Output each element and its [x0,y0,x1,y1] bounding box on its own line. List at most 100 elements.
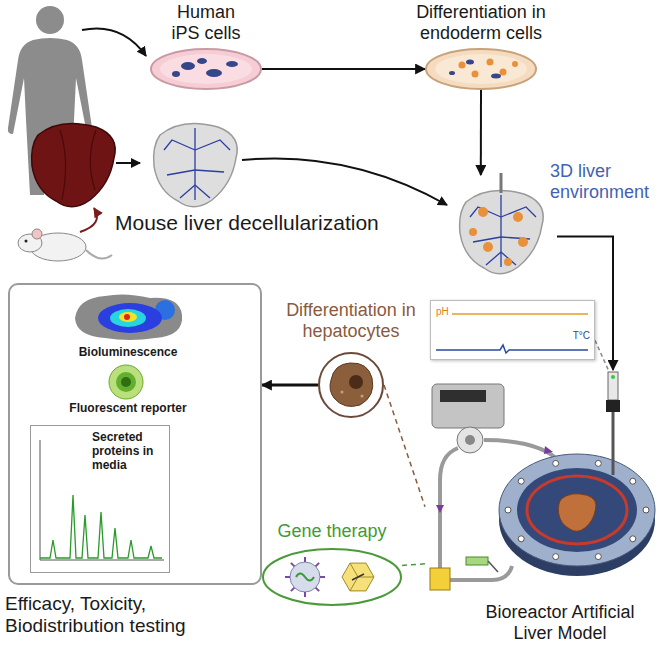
gene-vectors [285,557,325,597]
node-text: Bioreactor Artificial Liver Model [465,602,655,644]
cell-dish-fill [151,49,261,89]
cell-dish-fill [197,58,207,64]
cell-dish-outline [151,49,261,89]
cell-dish-fill [426,49,536,89]
monitor-trace [436,345,588,353]
cell-dish-fill [491,74,501,79]
cell-dish-fill [435,54,527,84]
node-text: Gene therapy [262,521,402,542]
flow-arrow [80,208,97,232]
gene-vectors [316,563,320,567]
cell-dish-fill [426,49,536,89]
bioreactor-art [505,507,511,513]
gene-vectors [304,557,306,562]
flow-arrow [82,28,146,56]
monitor-trace [452,313,588,315]
decellularized-liver [154,123,238,206]
connector [262,68,425,70]
cell-dish-fill [459,62,466,69]
cell-dish-fill [151,49,261,89]
vector-ellipse: Gene therapy [262,548,402,606]
mouse [32,229,42,239]
bioreactor-art [518,536,524,542]
connector [402,564,425,566]
gene-vectors [350,563,374,591]
liver-scaffold-art [504,258,512,266]
results-panel: BioluminescenceFluorescent reporterEffic… [8,283,262,585]
vector-ellipse-outline [262,548,402,606]
cell-dish-fill [206,69,222,77]
cell-dish-fill [466,60,474,65]
cell-dish-fill [487,59,494,66]
cell-dish-fill [172,71,180,77]
bioreactor-art [430,568,450,590]
liver-scaffold-art [483,242,493,252]
mouse-liver [60,130,66,200]
human-figure [36,6,64,34]
gene-vectors [291,563,295,567]
monitor-panel: pHT°C [430,300,595,360]
cell-dish-fill [226,61,238,67]
bioreactor-art [499,454,655,566]
mouse-liver [90,130,96,190]
gene-vectors [285,576,290,578]
cell-dish-outline [426,49,536,89]
node-text: Differentiation in hepatocytes [276,300,426,342]
bioreactor-art [440,390,486,402]
cell-dish-fill [181,62,195,70]
hepatocyte-cell [341,391,344,394]
bioreactor-art [518,478,524,484]
node-text: Differentiation in endoderm cells [406,2,556,44]
mouse-liver [32,123,116,206]
gene-vectors [342,563,374,591]
connector [384,385,425,507]
gene-vectors [316,588,320,592]
gene-vectors [304,592,306,597]
bioreactor-art [643,507,649,513]
caption-label: Mouse liver decellularization [115,211,379,236]
hepatocyte-circle-outline [318,352,384,418]
gene-vectors [290,562,320,592]
hepatocyte-cell [330,363,373,407]
bioreactor-art [630,536,636,542]
cell-dish: Human iPS cells [150,48,262,90]
gene-vectors [291,588,295,592]
liver-scaffold: 3D liver environment [445,175,557,287]
flow-arrow [82,28,146,56]
bioreactor-art [517,468,637,552]
connector [557,237,613,370]
bioreactor-art [440,448,458,568]
flow-arrow [116,162,140,164]
chromatogram [40,495,162,558]
chart-box: Secreted proteins in media [30,425,170,573]
bioluminescence-image [124,314,130,320]
node-text: pH [436,306,460,318]
bioreactor-art [527,476,627,544]
node-text: Human iPS cells [166,2,246,44]
bioreactor-art [457,427,483,453]
connector [480,90,482,175]
bioluminescence-image [75,294,182,340]
bioreactor: Bioreactor Artificial Liver Model [425,370,660,598]
monitor-trace [436,314,588,353]
bioreactor-art [606,400,620,412]
mouse-liver [32,123,116,206]
bioreactor-art [432,384,504,428]
bioreactor-art [436,505,444,513]
mouse [18,229,112,261]
mouse [86,250,112,259]
liver-scaffold-art [518,237,528,247]
hepatocyte-cell [361,395,364,398]
bioluminescence-image [119,312,137,322]
bioreactor-art [608,372,618,400]
vector-ellipse-outline [263,549,401,605]
node-text: Secreted proteins in media [92,430,166,472]
node-text: Fluorescent reporter [10,401,246,415]
gene-vectors [352,574,364,580]
bioreactor-art [611,375,615,379]
gene-vectors [296,574,314,581]
fluorescent-cell [121,377,131,387]
bioluminescence-image [110,309,146,327]
liver-scaffold-art [500,173,503,193]
bioluminescence-image [98,303,162,333]
